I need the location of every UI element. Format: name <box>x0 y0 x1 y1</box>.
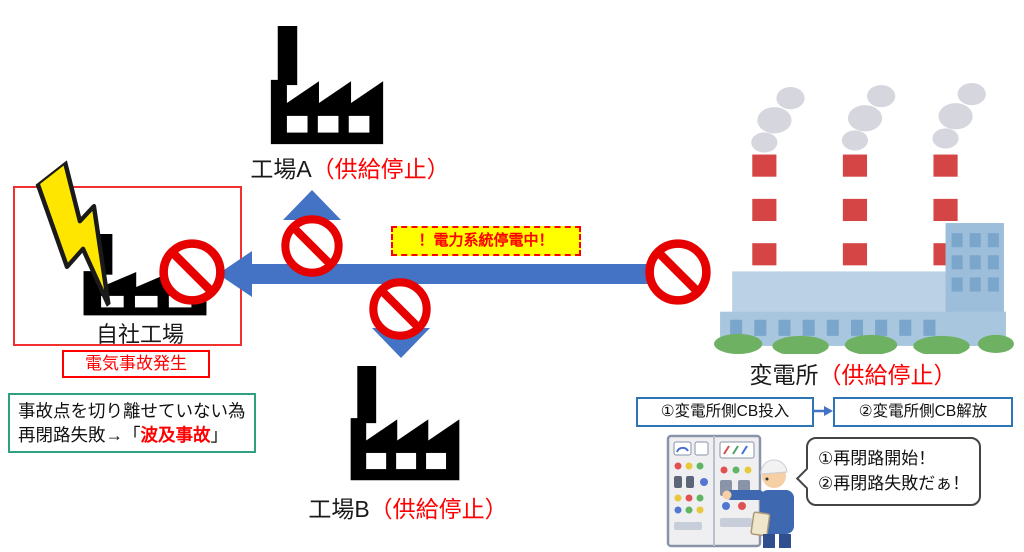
failure-note-highlight: 波及事故 <box>140 425 211 446</box>
factory-a-status: （供給停止） <box>311 156 450 182</box>
factory-a-name: 工場A <box>250 156 312 182</box>
outage-banner: ！電力系統停電中！ <box>391 226 581 256</box>
failure-note-line2-prefix: 再閉路失敗→「 <box>18 425 141 446</box>
factory-b-icon <box>344 366 466 484</box>
failure-note-line2-suffix: 」 <box>210 425 229 446</box>
factory-a-icon <box>264 26 390 148</box>
prohibition-icon <box>281 215 343 277</box>
control-panel-illustration <box>664 432 802 550</box>
factory-b-label: 工場B（供給停止） <box>288 490 528 524</box>
failure-note-line1: 事故点を切り離せていない為 <box>18 401 246 421</box>
bush-icon <box>714 333 1014 354</box>
own-factory-label: 自社工場 <box>95 322 184 347</box>
worker-illustration <box>722 459 794 548</box>
lightning-bolt-icon <box>6 152 163 318</box>
prohibition-icon <box>645 239 711 305</box>
factory-a-label: 工場A（供給停止） <box>230 150 470 184</box>
failure-note-box: 事故点を切り離せていない為 再閉路失敗→「波及事故」 <box>8 393 256 454</box>
substation-status: （供給停止） <box>818 362 957 388</box>
factory-b-name: 工場B <box>308 496 370 522</box>
smoke-icon <box>751 83 986 153</box>
speech-line1: ①再閉路開始！ <box>818 449 936 468</box>
substation-label: 変電所（供給停止） <box>688 356 1018 390</box>
cb-step-arrow-icon <box>813 404 833 418</box>
cb-step1-box: ①変電所側CB投入 <box>636 397 814 427</box>
cb-step2-box: ②変電所側CB解放 <box>833 397 1013 427</box>
incident-label: 電気事故発生 <box>62 350 210 378</box>
prohibition-icon <box>159 239 225 305</box>
power-plant-illustration <box>712 82 1014 354</box>
prohibition-icon <box>369 278 431 340</box>
factory-b-status: （供給停止） <box>369 496 508 522</box>
substation-name: 変電所 <box>749 362 819 388</box>
speech-line2: ②再閉路失敗だぁ！ <box>818 473 970 493</box>
operator-speech-bubble: ①再閉路開始！ ②再閉路失敗だぁ！ <box>795 437 982 507</box>
blocked-flow-arrow-horizontal <box>218 247 705 301</box>
failure-note-line2: 再閉路失敗→「波及事故」 <box>18 423 246 447</box>
